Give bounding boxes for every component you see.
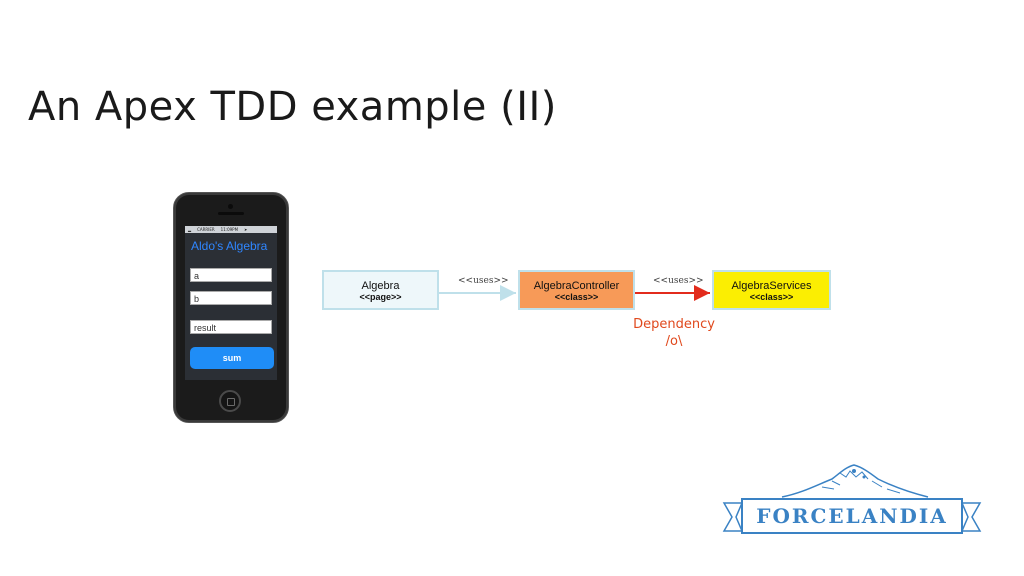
dependency-label: Dependency bbox=[633, 317, 715, 332]
input-a[interactable]: a bbox=[190, 268, 272, 282]
location-icon: ➤ bbox=[244, 227, 248, 232]
carrier-label: CARRIER bbox=[197, 227, 215, 232]
input-b[interactable]: b bbox=[190, 291, 272, 305]
edge-label-uses-2: <<uses>> bbox=[653, 276, 704, 286]
slide-title: An Apex TDD example (II) bbox=[28, 84, 557, 130]
status-bar: ▂ CARRIER 11:09PM ➤ bbox=[185, 226, 277, 233]
app-title: Aldo's Algebra bbox=[191, 239, 268, 253]
node-name: AlgebraServices bbox=[731, 280, 812, 292]
node-algebra-services: AlgebraServices <<class>> bbox=[712, 270, 831, 310]
dependency-emoticon: /o\ bbox=[665, 334, 683, 349]
result-field: result bbox=[190, 320, 272, 334]
sum-button[interactable]: sum bbox=[190, 347, 274, 369]
forcelandia-logo bbox=[722, 464, 982, 534]
phone-mockup: ▂ CARRIER 11:09PM ➤ Aldo's Algebra a b r… bbox=[173, 192, 289, 423]
node-name: AlgebraController bbox=[533, 280, 620, 292]
node-name: Algebra bbox=[361, 280, 400, 292]
logo-text: FORCELANDIA bbox=[756, 504, 948, 528]
node-stereotype: <<page>> bbox=[359, 292, 402, 302]
camera-dot bbox=[228, 204, 233, 209]
phone-screen: ▂ CARRIER 11:09PM ➤ Aldo's Algebra a b r… bbox=[185, 226, 277, 380]
node-algebra-page: Algebra <<page>> bbox=[322, 270, 439, 310]
edge-label-uses-1: <<uses>> bbox=[458, 276, 509, 286]
node-algebra-controller: AlgebraController <<class>> bbox=[518, 270, 635, 310]
home-button[interactable] bbox=[219, 390, 241, 412]
node-stereotype: <<class>> bbox=[554, 292, 599, 302]
signal-icon: ▂ bbox=[188, 227, 192, 232]
dependency-annotation: Dependency /o\ bbox=[629, 316, 719, 350]
speaker-slot bbox=[218, 212, 244, 215]
node-stereotype: <<class>> bbox=[749, 292, 794, 302]
status-time: 11:09PM bbox=[220, 227, 239, 232]
